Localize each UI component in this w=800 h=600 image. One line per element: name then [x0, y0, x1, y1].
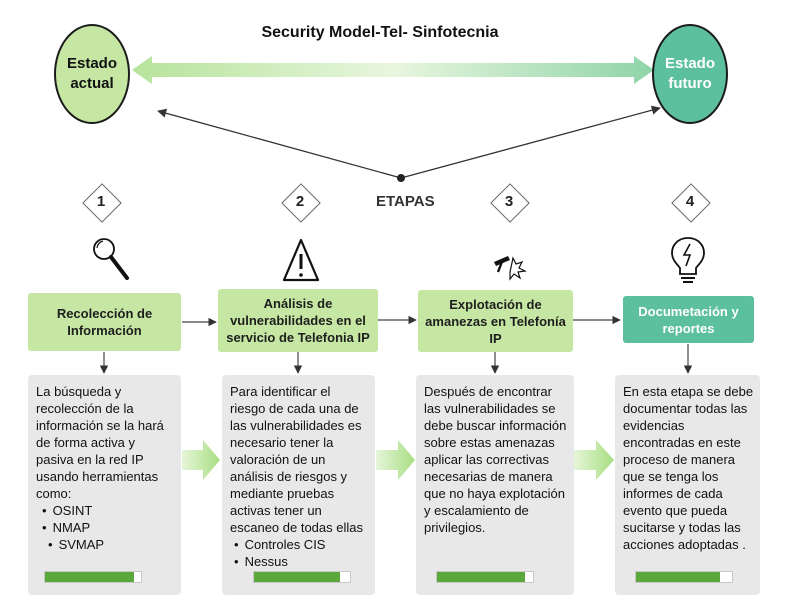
- etapas-node: [397, 174, 405, 182]
- bullet-controles-cis: Controles CIS: [234, 536, 369, 553]
- warning-icon: [282, 238, 320, 282]
- chevron-arrow-2: [376, 440, 415, 480]
- diagram-title: Security Model-Tel- Sinfotecnia: [261, 24, 499, 41]
- bullet-nessus: Nessus: [234, 553, 369, 570]
- desc-box-1: La búsqueda y recolección de la informac…: [28, 375, 181, 595]
- stage-box-recoleccion: Recolección de Información: [28, 293, 181, 351]
- bullet-svmap: SVMAP: [42, 536, 175, 553]
- desc-text-2: Para identificar el riesgo de cada una d…: [230, 384, 363, 535]
- chevron-arrow-3: [574, 440, 614, 480]
- estado-actual-circle: Estado actual: [54, 24, 130, 124]
- desc-box-4: En esta etapa se debe documentar todas l…: [615, 375, 760, 595]
- desc-box-3: Después de encontrar las vulnerabilidade…: [416, 375, 574, 595]
- progress-bar-3: [436, 571, 534, 583]
- step-number-3: 3: [504, 193, 514, 210]
- etapas-line-right: [400, 105, 661, 179]
- progress-fill-3: [437, 572, 526, 582]
- hammer-icon: [494, 256, 527, 281]
- desc-text-3: Después de encontrar las vulnerabilidade…: [424, 384, 567, 535]
- state-double-arrow: [132, 56, 654, 84]
- etapas-line-left: [157, 108, 402, 179]
- stage-box-documentacion: Documetación y reportes: [623, 296, 754, 343]
- step-number-2: 2: [295, 193, 305, 210]
- etapas-label: ETAPAS: [376, 193, 435, 210]
- magnifier-icon: [93, 238, 129, 280]
- estado-futuro-label: Estado futuro: [664, 55, 715, 92]
- progress-bar-4: [635, 571, 733, 583]
- step-number-4: 4: [685, 193, 695, 210]
- bullet-list-1: OSINT NMAP SVMAP: [36, 502, 175, 553]
- desc-box-2: Para identificar el riesgo de cada una d…: [222, 375, 375, 595]
- bullet-list-2: Controles CIS Nessus: [230, 536, 369, 570]
- chevron-arrow-1: [182, 440, 220, 480]
- progress-fill-1: [45, 572, 135, 582]
- step-number-1: 1: [96, 193, 106, 210]
- desc-text-1: La búsqueda y recolección de la informac…: [36, 384, 164, 501]
- progress-fill-2: [254, 572, 341, 582]
- progress-fill-4: [636, 572, 721, 582]
- stage-box-analisis: Análisis de vulnerabilidades en el servi…: [218, 289, 378, 352]
- bullet-nmap: NMAP: [42, 519, 175, 536]
- lightbulb-icon: [671, 237, 705, 283]
- progress-bar-2: [253, 571, 351, 583]
- stage-box-explotacion: Explotación de amanezas en Telefonía IP: [418, 290, 573, 352]
- progress-bar-1: [44, 571, 142, 583]
- desc-text-4: En esta etapa se debe documentar todas l…: [623, 384, 754, 552]
- bullet-osint: OSINT: [42, 502, 175, 519]
- estado-actual-label: Estado actual: [66, 55, 117, 92]
- estado-futuro-circle: Estado futuro: [652, 24, 728, 124]
